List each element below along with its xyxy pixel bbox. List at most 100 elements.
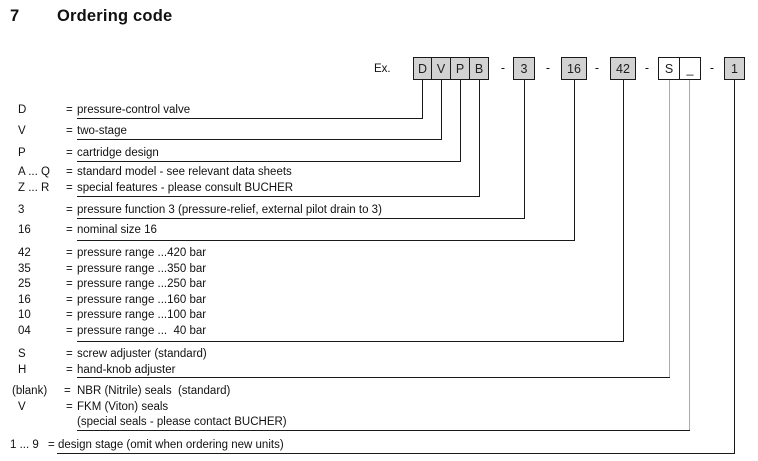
legend-description: pressure range ...100 bar — [77, 309, 207, 321]
connector-vertical-line — [441, 80, 442, 140]
legend-description: two-stage — [77, 125, 127, 137]
legend-description: pressure range ...350 bar — [77, 263, 207, 275]
legend-description: design stage (omit when ordering new uni… — [58, 439, 284, 451]
legend-row: (special seals - please contact BUCHER) — [0, 416, 758, 430]
equals-sign: = — [64, 385, 71, 397]
legend-row: A ... Q = standard model - see relevant da… — [0, 166, 758, 180]
code-box-nominal-size: 16 — [561, 57, 587, 80]
legend-row: 10 = pressure range ...100 bar — [0, 309, 758, 323]
connector-vertical-line — [574, 80, 575, 241]
legend-row: 16=pressure range ...160 bar — [0, 294, 758, 308]
legend-row: 25 = pressure range ...250 bar — [0, 278, 758, 292]
legend-code: 3 — [18, 204, 25, 216]
connector-horizontal-line — [77, 139, 442, 140]
legend-code: A ... Q — [18, 166, 50, 178]
equals-sign: = — [66, 224, 73, 236]
legend-description: pressure function 3 (pressure-relief, ex… — [77, 204, 382, 216]
connector-vertical-line — [524, 80, 525, 219]
equals-sign: = — [66, 364, 73, 376]
code-separator-dash: - — [545, 61, 551, 75]
legend-row: V = FKM (Viton) seals — [0, 401, 758, 415]
page-title: Ordering code — [57, 7, 173, 25]
equals-sign: = — [66, 278, 73, 290]
legend-code: 1 ... 9 — [10, 439, 39, 451]
legend-row: 3 = pressure function 3 (pressure-relief, … — [0, 204, 758, 218]
legend-code: 04 — [18, 325, 31, 337]
code-separator-dash: - — [709, 61, 715, 75]
code-box-pressure-range: 42 — [610, 57, 636, 80]
equals-sign: = — [66, 104, 73, 116]
legend-row: 1 ... 9 =design stage (omit when ordering… — [0, 439, 758, 453]
connector-horizontal-line — [77, 196, 480, 197]
legend-code: 16 — [18, 224, 31, 236]
legend-row: 16 = nominal size 16 — [0, 224, 758, 238]
legend-row: Z ... R = special features - please consul… — [0, 182, 758, 196]
legend-row: S=screw adjuster (standard) — [0, 348, 758, 362]
equals-sign: = — [66, 204, 73, 216]
legend-code: 10 — [18, 309, 31, 321]
legend-description: standard model - see relevant data sheet… — [77, 166, 292, 178]
connector-vertical-line — [460, 80, 461, 162]
connector-horizontal-line — [77, 377, 670, 378]
equals-sign: = — [66, 401, 73, 413]
code-box-design-stage: 1 — [724, 57, 745, 80]
connector-horizontal-line — [77, 341, 624, 342]
equals-sign: = — [66, 247, 73, 259]
connector-horizontal-line — [77, 430, 690, 431]
code-box-valve-model-2: P — [450, 57, 470, 80]
equals-sign: = — [66, 325, 73, 337]
equals-sign: = — [66, 309, 73, 321]
code-box-valve-model-0: D — [413, 57, 432, 80]
legend-description: pressure range ... 40 bar — [77, 325, 207, 337]
legend-code: 16 — [18, 294, 31, 306]
legend-description: pressure-control valve — [77, 104, 191, 116]
equals-sign: = — [48, 439, 55, 451]
connector-vertical-line — [422, 80, 423, 119]
connector-vertical-line — [623, 80, 624, 342]
section-number: 7 — [10, 7, 20, 25]
legend-row: 35 = pressure range ...350 bar — [0, 263, 758, 277]
legend-description: (special seals - please contact BUCHER) — [77, 416, 287, 428]
code-box-valve-model-3: B — [469, 57, 489, 80]
legend-description: nominal size 16 — [77, 224, 157, 236]
legend-description: FKM (Viton) seals — [77, 401, 169, 413]
legend-code: V — [18, 401, 26, 413]
connector-vertical-line — [669, 80, 670, 378]
legend-code: 35 — [18, 263, 31, 275]
equals-sign: = — [66, 125, 73, 137]
legend-row: 04 = pressure range ... 40 bar — [0, 325, 758, 339]
legend-description: special features - please consult BUCHER — [77, 182, 294, 194]
code-separator-dash: - — [594, 61, 600, 75]
legend-code: V — [18, 125, 26, 137]
legend-code: S — [18, 348, 26, 360]
connector-vertical-line — [689, 80, 690, 431]
legend-code: P — [18, 147, 26, 159]
legend-code: (blank) — [12, 385, 48, 397]
equals-sign: = — [66, 263, 73, 275]
legend-row: H = hand-knob adjuster — [0, 364, 758, 378]
connector-horizontal-line — [77, 240, 575, 241]
equals-sign: = — [66, 166, 73, 178]
code-box-adjuster-and-seals-0: S — [658, 57, 680, 80]
legend-code: 25 — [18, 278, 31, 290]
legend-code: D — [18, 104, 27, 116]
legend-description: pressure range ...250 bar — [77, 278, 207, 290]
legend-description: hand-knob adjuster — [77, 364, 176, 376]
legend-description: cartridge design — [77, 147, 159, 159]
code-separator-dash: - — [500, 61, 506, 75]
legend-code: Z ... R — [18, 182, 50, 194]
code-box-adjuster-and-seals-1: _ — [679, 57, 701, 80]
legend-description: pressure range ...420 bar — [77, 247, 207, 259]
equals-sign: = — [66, 348, 73, 360]
connector-horizontal-line — [77, 218, 525, 219]
equals-sign: = — [66, 182, 73, 194]
legend-row: P=cartridge design — [0, 147, 758, 161]
code-box-valve-model-1: V — [431, 57, 451, 80]
legend-row: D = pressure-control valve — [0, 104, 758, 118]
code-box-pressure-function: 3 — [513, 57, 535, 80]
connector-vertical-line — [734, 80, 735, 454]
legend-code: H — [18, 364, 27, 376]
connector-horizontal-line — [57, 453, 735, 454]
legend-description: pressure range ...160 bar — [77, 294, 207, 306]
